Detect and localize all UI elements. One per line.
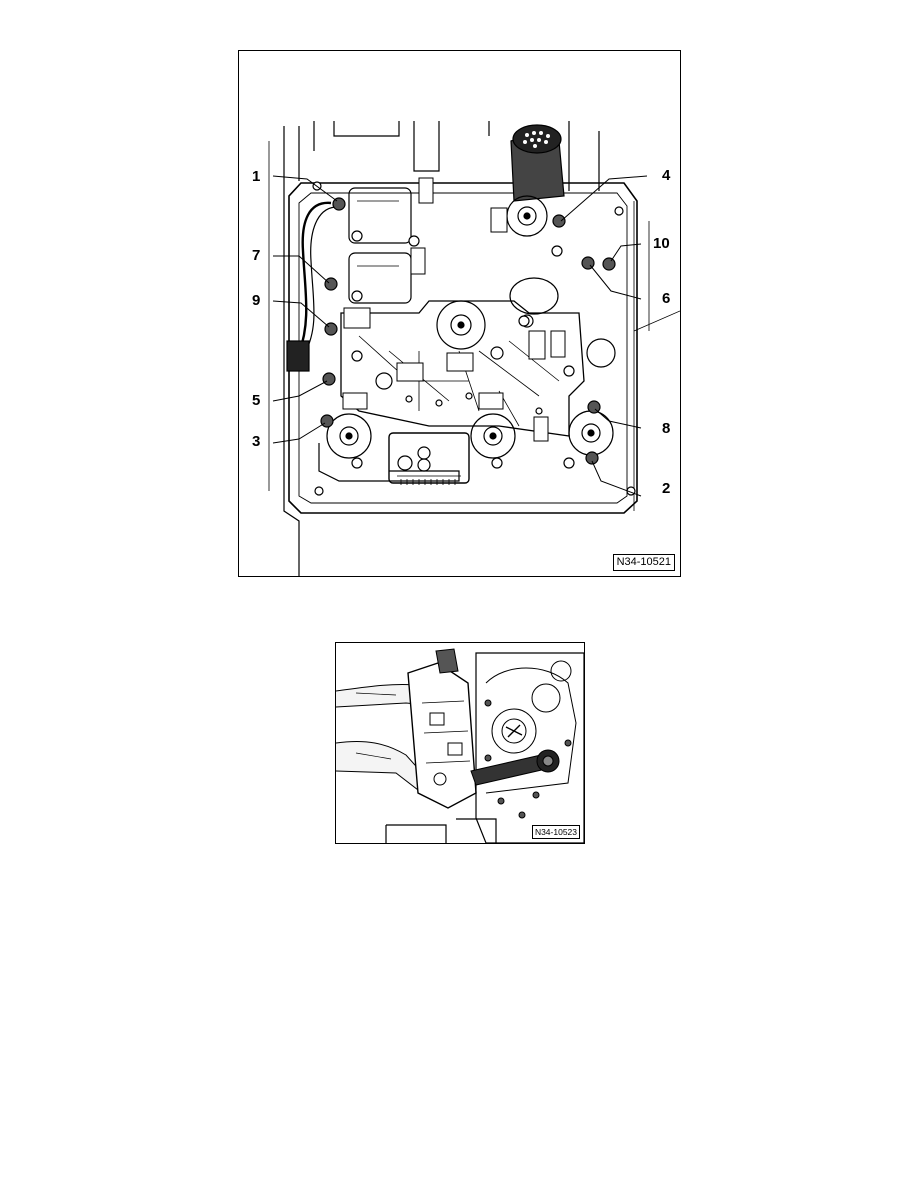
- callout-1: 1: [252, 168, 261, 185]
- callout-4: 4: [662, 167, 671, 184]
- figure-remove-mechatronic: N34-10523: [335, 642, 585, 844]
- figure-reference-label: N34-10523: [531, 824, 580, 839]
- figure-valve-body-bolts: 1 2 3 4 5 6 7 8 9 10 N34-10521: [238, 50, 681, 577]
- removal-drawing: [336, 648, 584, 843]
- callout-8: 8: [662, 420, 671, 437]
- valve-body-drawing: [268, 121, 680, 576]
- figure-reference-label: N34-10521: [612, 554, 675, 571]
- callout-6: 6: [662, 290, 671, 307]
- main-connector: [510, 124, 565, 202]
- callout-5: 5: [252, 392, 261, 409]
- callout-9: 9: [252, 292, 261, 309]
- callout-2: 2: [662, 480, 671, 497]
- callout-10: 10: [653, 235, 670, 252]
- callout-7: 7: [252, 247, 261, 264]
- callout-3: 3: [252, 433, 261, 450]
